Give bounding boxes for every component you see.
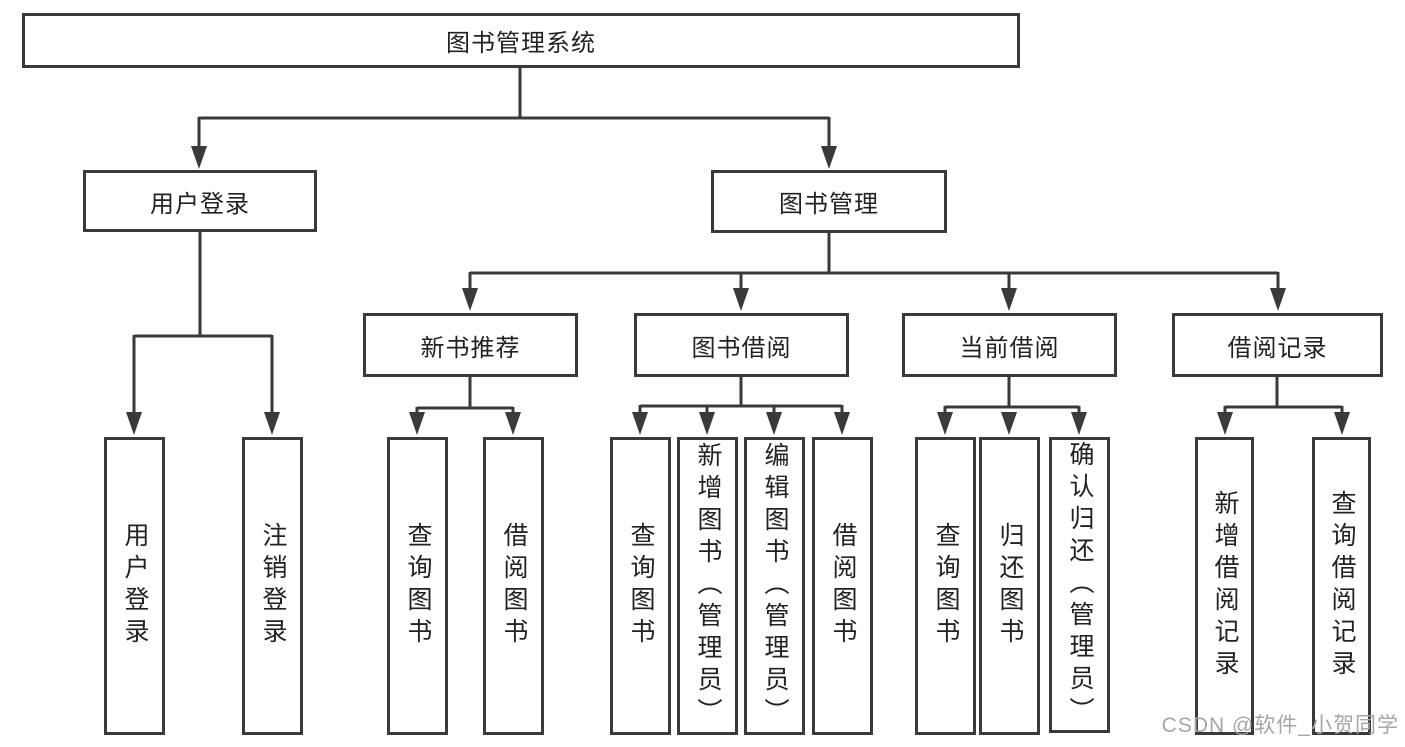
node-borrow-records: 借阅记录: [1172, 313, 1383, 377]
leaf-query-books-borrow: 查询图书: [610, 437, 671, 735]
leaf-confirm-return-admin: 确认归还（管理员）: [1049, 437, 1110, 733]
leaf-query-books-current: 查询图书: [915, 437, 976, 735]
node-user-login: 用户登录: [83, 170, 317, 232]
node-root: 图书管理系统: [22, 13, 1020, 68]
leaf-borrow-books-recommend: 借阅图书: [483, 437, 544, 735]
leaf-borrow-books: 借阅图书: [812, 437, 873, 735]
arrowheads: [126, 146, 1350, 435]
csdn-watermark: CSDN @软件_小贺同学: [1161, 714, 1399, 737]
leaf-logout: 注销登录: [242, 437, 303, 735]
leaf-add-borrow-record: 新增借阅记录: [1195, 437, 1254, 735]
leaf-return-book: 归还图书: [979, 437, 1040, 735]
node-book-borrow: 图书借阅: [634, 313, 849, 377]
leaf-edit-book-admin: 编辑图书（管理员）: [744, 437, 805, 735]
node-book-management: 图书管理: [711, 170, 947, 233]
node-current-borrow: 当前借阅: [902, 313, 1117, 377]
leaf-add-book-admin: 新增图书（管理员）: [677, 437, 738, 735]
leaf-query-books-recommend: 查询图书: [387, 437, 448, 735]
node-new-book-recommend: 新书推荐: [363, 313, 578, 377]
leaf-query-borrow-record: 查询借阅记录: [1312, 437, 1371, 735]
leaf-user-login: 用户登录: [104, 437, 165, 735]
